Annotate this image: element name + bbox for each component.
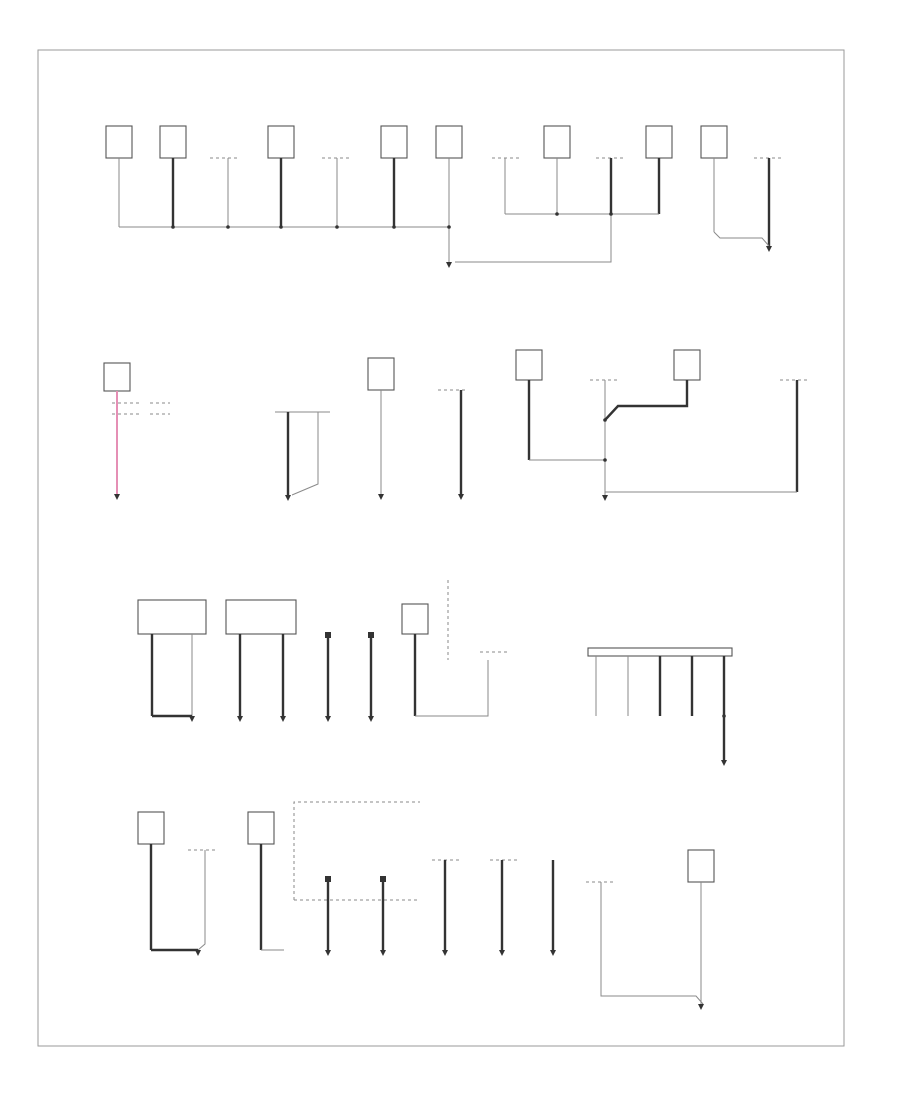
- wire: [291, 412, 319, 496]
- ground-symbol: [446, 262, 452, 268]
- component-box: [687, 849, 715, 883]
- ground-symbol: [368, 716, 374, 722]
- connector-block: [380, 876, 386, 882]
- section-2: [103, 349, 810, 501]
- ground-symbol: [325, 716, 331, 722]
- wire: [600, 882, 704, 1005]
- ground-symbol: [378, 494, 384, 500]
- splice-dot: [279, 225, 283, 229]
- section-1: [105, 125, 784, 268]
- connector-block: [368, 632, 374, 638]
- ground-symbol: [285, 495, 291, 501]
- component-box: [247, 811, 275, 845]
- component-box: [267, 125, 295, 159]
- ground-symbol: [325, 950, 331, 956]
- component-box: [105, 125, 133, 159]
- connector-block: [325, 876, 331, 882]
- component-box: [380, 125, 408, 159]
- wire: [415, 660, 489, 717]
- wire-bus: [713, 231, 770, 247]
- splice-dot: [603, 418, 607, 422]
- ground-symbol: [280, 716, 286, 722]
- splice-dot: [447, 225, 451, 229]
- component-box: [103, 362, 131, 392]
- splice-dot: [392, 225, 396, 229]
- ground-symbol: [550, 950, 556, 956]
- component-box: [673, 349, 701, 381]
- splice-dot: [171, 225, 175, 229]
- component-box: [159, 125, 187, 159]
- wire-bus: [455, 214, 612, 263]
- splice-dot: [555, 212, 559, 216]
- ground-symbol: [114, 494, 120, 500]
- component-box: [367, 357, 395, 391]
- ground-symbol: [602, 495, 608, 501]
- component-box: [401, 603, 429, 635]
- wire: [197, 850, 206, 951]
- component-box: [587, 647, 733, 657]
- component-box: [137, 811, 165, 845]
- component-box: [543, 125, 571, 159]
- ground-symbol: [766, 246, 772, 252]
- component-box: [700, 125, 728, 159]
- component-box: [515, 349, 543, 381]
- wire: [604, 380, 689, 421]
- ground-symbol: [458, 494, 464, 500]
- module-outline: [293, 801, 420, 900]
- section-3: [137, 580, 733, 766]
- splice-dot: [722, 714, 726, 718]
- section-4: [137, 801, 715, 1010]
- ground-symbol: [189, 716, 195, 722]
- splice-dot: [335, 225, 339, 229]
- component-box: [137, 599, 207, 635]
- ground-symbol: [380, 950, 386, 956]
- ground-symbol: [499, 950, 505, 956]
- connector-block: [325, 632, 331, 638]
- ground-symbol: [195, 950, 201, 956]
- ground-symbol: [721, 760, 727, 766]
- component-box: [645, 125, 673, 159]
- splice-dot: [609, 212, 613, 216]
- ground-symbol: [237, 716, 243, 722]
- ground-symbol: [698, 1004, 704, 1010]
- splice-dot: [603, 458, 607, 462]
- diagram-frame: [37, 49, 845, 1047]
- ground-symbol: [442, 950, 448, 956]
- component-box: [225, 599, 297, 635]
- component-box: [435, 125, 463, 159]
- splice-dot: [226, 225, 230, 229]
